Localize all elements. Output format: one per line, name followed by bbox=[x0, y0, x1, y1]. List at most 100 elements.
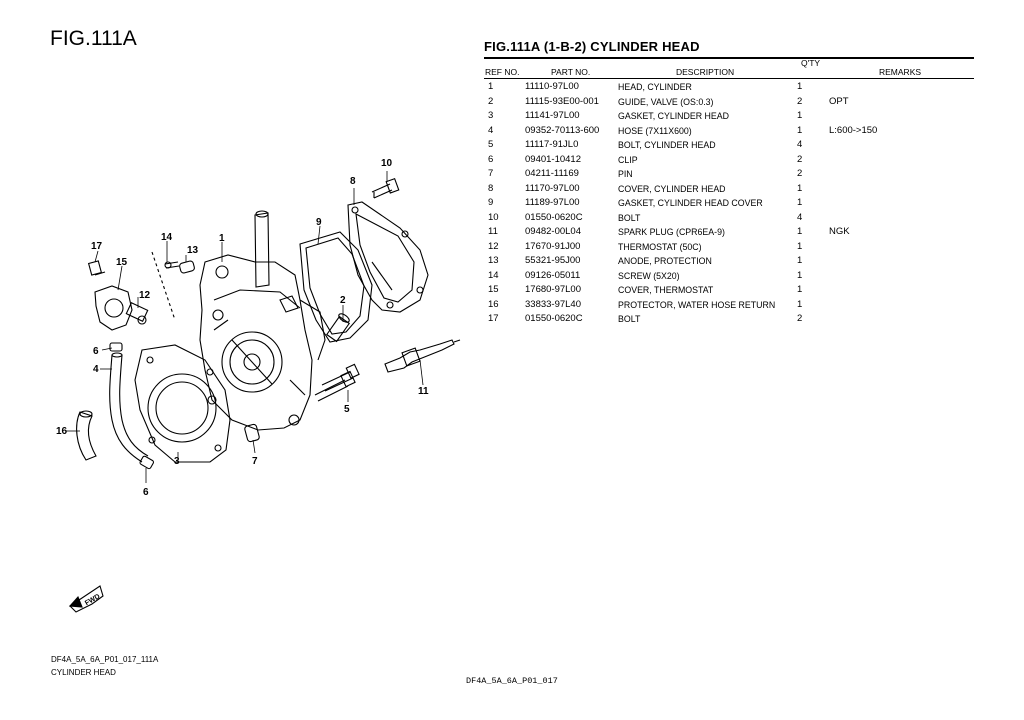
remarks-cell: L:600->150 bbox=[829, 124, 878, 136]
water-hose-protector bbox=[76, 410, 97, 461]
callout-14: 14 bbox=[161, 232, 173, 243]
callout-16: 16 bbox=[56, 426, 68, 437]
parts-list-title: FIG.111A (1-B-2) CYLINDER HEAD bbox=[484, 39, 700, 54]
callout-7: 7 bbox=[252, 456, 258, 467]
ref-no-cell: 8 bbox=[488, 182, 494, 194]
ref-no-cell: 9 bbox=[488, 197, 494, 208]
qty-cell: 2 bbox=[797, 313, 803, 324]
part-no-cell: 01550-0620C bbox=[525, 313, 583, 324]
ref-no-header: REF NO. bbox=[485, 67, 520, 77]
qty-cell: 2 bbox=[797, 153, 803, 165]
callout-1: 1 bbox=[219, 233, 225, 244]
table-row: 15 17680-97L00 COVER, THERMOSTAT 1 bbox=[484, 283, 974, 298]
description-cell: BOLT bbox=[618, 314, 641, 324]
part-no-cell: 11117-91JL0 bbox=[525, 139, 579, 150]
part-no-cell: 55321-95J00 bbox=[525, 255, 581, 266]
ref-no-cell: 17 bbox=[488, 313, 499, 324]
description-cell: PIN bbox=[618, 169, 633, 179]
description-cell: GUIDE, VALVE (OS:0.3) bbox=[618, 96, 714, 107]
description-cell: SCREW (5X20) bbox=[618, 270, 680, 281]
description-cell: PROTECTOR, WATER HOSE RETURN bbox=[618, 299, 776, 310]
part-no-cell: 11110-97L00 bbox=[525, 81, 579, 92]
figure-label: FIG.111A bbox=[50, 27, 137, 50]
anode bbox=[179, 260, 195, 274]
header-rule bbox=[484, 78, 974, 79]
description-cell: GASKET, CYLINDER HEAD bbox=[618, 111, 729, 121]
callout-17: 17 bbox=[91, 241, 103, 252]
part-no-cell: 01550-0620C bbox=[525, 211, 583, 223]
ref-no-cell: 13 bbox=[488, 255, 499, 266]
qty-cell: 1 bbox=[797, 298, 803, 310]
description-cell: BOLT bbox=[618, 212, 641, 223]
qty-cell: 1 bbox=[797, 81, 803, 92]
footer-name: CYLINDER HEAD bbox=[51, 668, 116, 677]
fwd-arrow-icon: FWD bbox=[68, 585, 104, 613]
remarks-cell: NGK bbox=[829, 226, 850, 237]
callouts: 1 2 3 4 5 6 6 7 8 9 10 11 12 13 14 15 16… bbox=[56, 158, 429, 498]
description-cell: COVER, CYLINDER HEAD bbox=[618, 183, 726, 194]
part-no-cell: 17680-97L00 bbox=[525, 284, 581, 295]
ref-no-cell: 3 bbox=[488, 110, 494, 121]
cylinder-head-cover bbox=[347, 201, 429, 313]
pins bbox=[244, 423, 260, 443]
bolt-10 bbox=[371, 177, 400, 199]
qty-header: Q'TY bbox=[801, 58, 821, 68]
ref-no-cell: 2 bbox=[488, 95, 494, 107]
description-cell: HOSE (7X11X600) bbox=[618, 125, 692, 136]
spark-plug bbox=[384, 339, 461, 373]
head-gasket bbox=[134, 344, 231, 463]
qty-cell: 1 bbox=[797, 269, 803, 281]
valve-guides bbox=[326, 313, 350, 343]
ref-no-cell: 5 bbox=[488, 139, 494, 150]
qty-cell: 2 bbox=[797, 95, 803, 107]
part-no-cell: 09352-70113-600 bbox=[525, 124, 600, 136]
footer-code: DF4A_5A_6A_P01_017_111A bbox=[51, 655, 159, 664]
ref-no-cell: 4 bbox=[488, 124, 494, 136]
clip-upper bbox=[109, 342, 123, 352]
callout-3: 3 bbox=[174, 456, 180, 467]
ref-no-cell: 14 bbox=[488, 269, 499, 281]
title-rule bbox=[484, 57, 974, 59]
clip-lower bbox=[139, 455, 155, 470]
ref-no-cell: 12 bbox=[488, 240, 499, 252]
callout-10: 10 bbox=[381, 158, 393, 169]
callout-13: 13 bbox=[187, 245, 199, 256]
description-cell: CLIP bbox=[618, 154, 638, 165]
thermostat-cover bbox=[87, 260, 133, 331]
ref-no-cell: 16 bbox=[488, 298, 499, 310]
ref-no-cell: 15 bbox=[488, 284, 499, 295]
ref-no-cell: 7 bbox=[488, 168, 494, 179]
description-header: DESCRIPTION bbox=[676, 67, 735, 77]
leader-lines bbox=[66, 171, 424, 483]
description-cell: COVER, THERMOSTAT bbox=[618, 285, 714, 295]
qty-cell: 2 bbox=[797, 168, 803, 179]
qty-cell: 4 bbox=[797, 139, 803, 150]
callout-5: 5 bbox=[344, 404, 350, 415]
remarks-header: REMARKS bbox=[879, 67, 922, 77]
qty-cell: 1 bbox=[797, 240, 803, 252]
qty-cell: 1 bbox=[797, 284, 803, 295]
footer-page: DF4A_5A_6A_P01_017 bbox=[466, 676, 558, 686]
qty-cell: 1 bbox=[797, 197, 803, 208]
head-bolts bbox=[314, 363, 360, 402]
screw-14 bbox=[164, 261, 180, 269]
part-no-cell: 04211-11169 bbox=[525, 168, 579, 179]
part-no-cell: 09126-05011 bbox=[525, 269, 581, 281]
callout-15: 15 bbox=[116, 257, 128, 268]
callout-2: 2 bbox=[340, 295, 346, 306]
part-no-cell: 09482-00L04 bbox=[525, 226, 581, 237]
callout-8: 8 bbox=[350, 176, 356, 187]
callout-6b: 6 bbox=[143, 487, 149, 498]
part-no-cell: 11170-97L00 bbox=[525, 182, 580, 194]
table-row: 17 01550-0620C BOLT 2 bbox=[484, 312, 974, 327]
callout-11: 11 bbox=[418, 386, 429, 397]
part-no-cell: 09401-10412 bbox=[525, 153, 581, 165]
